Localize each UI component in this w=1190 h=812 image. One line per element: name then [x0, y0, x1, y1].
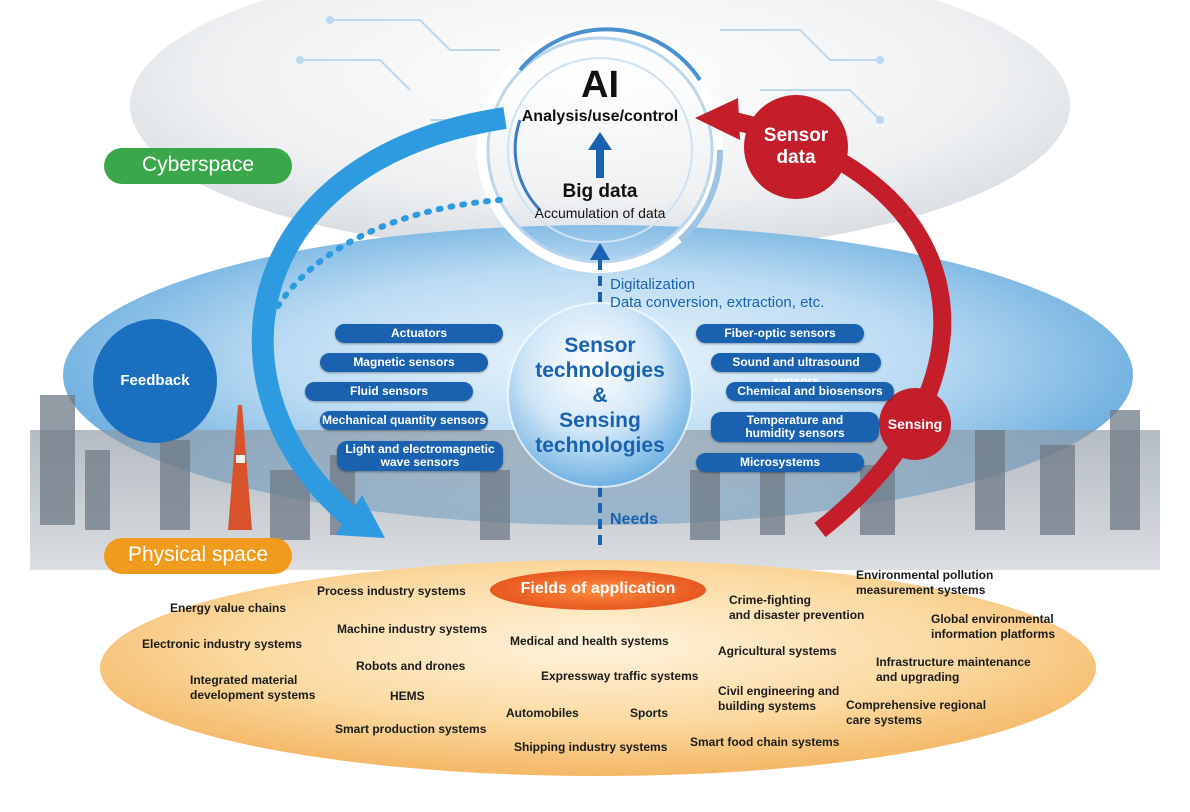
field-energy-value-chains: Energy value chains [170, 601, 287, 615]
field-agricultural: Agricultural systems [718, 644, 837, 658]
sensor-pill-actuators: Actuators [335, 324, 503, 343]
core-line5: technologies [535, 434, 665, 457]
field-smart-food-chain: Smart food chain systems [690, 735, 840, 749]
field-civil-engineering: Civil engineering and building systems [718, 684, 840, 713]
sensor-pill-microsystems: Microsystems [696, 453, 864, 472]
sensor-pill-temperature: Temperature and humidity sensors [711, 412, 879, 442]
field-electronic-industry: Electronic industry systems [142, 637, 303, 651]
sensor-pill-sound: Sound and ultrasound sensors [711, 353, 881, 388]
needs-label: Needs [610, 511, 659, 528]
physical-space-label: Physical space [127, 543, 269, 566]
field-crime-fighting: Crime-fighting and disaster prevention [729, 593, 865, 622]
field-infrastructure: Infrastructure maintenance and upgrading [876, 655, 1031, 684]
field-shipping-industry: Shipping industry systems [514, 740, 668, 754]
field-expressway-traffic: Expressway traffic systems [541, 669, 699, 683]
bigdata-title: Big data [562, 181, 638, 202]
field-integrated-material: Integrated material development systems [190, 673, 316, 702]
sensor-pill-light: Light and electromagnetic wave sensors [337, 441, 503, 471]
core-line4: Sensing [559, 409, 641, 432]
bigdata-subtitle: Accumulation of data [534, 205, 666, 221]
field-process-industry: Process industry systems [317, 584, 466, 598]
field-machine-industry: Machine industry systems [337, 622, 488, 636]
sensing-label: Sensing [887, 416, 943, 432]
core-line2: technologies [535, 359, 665, 382]
field-automobiles: Automobiles [506, 706, 579, 720]
fields-title: Fields of application [520, 580, 676, 597]
field-global-environmental: Global environmental information platfor… [931, 612, 1056, 641]
sensor-pill-fiber-optic: Fiber-optic sensors [696, 324, 864, 343]
core-line1: Sensor [564, 334, 636, 357]
field-hems: HEMS [390, 689, 425, 703]
sensor-pill-chemical: Chemical and biosensors [726, 382, 894, 401]
field-medical-health: Medical and health systems [510, 634, 669, 648]
feedback-label: Feedback [120, 372, 190, 389]
field-environmental-pollution: Environmental pollution measurement syst… [856, 568, 994, 597]
sensor-pill-mechanical: Mechanical quantity sensors [320, 411, 488, 430]
field-smart-production: Smart production systems [335, 722, 487, 736]
sensor-pill-magnetic: Magnetic sensors [320, 353, 488, 372]
digitalization-line2: Data conversion, extraction, etc. [610, 294, 825, 311]
core-line3: & [592, 384, 608, 407]
ai-title: AI [581, 64, 619, 106]
sensor-pill-fluid: Fluid sensors [305, 382, 473, 401]
ai-subtitle: Analysis/use/control [521, 108, 679, 125]
digitalization-line1: Digitalization [610, 276, 696, 293]
field-regional-care: Comprehensive regional care systems [846, 698, 987, 727]
sensor-data-label: Sensor data [763, 125, 829, 168]
field-robots-drones: Robots and drones [356, 659, 466, 673]
field-sports: Sports [630, 706, 669, 720]
cyberspace-label: Cyberspace [141, 153, 255, 176]
